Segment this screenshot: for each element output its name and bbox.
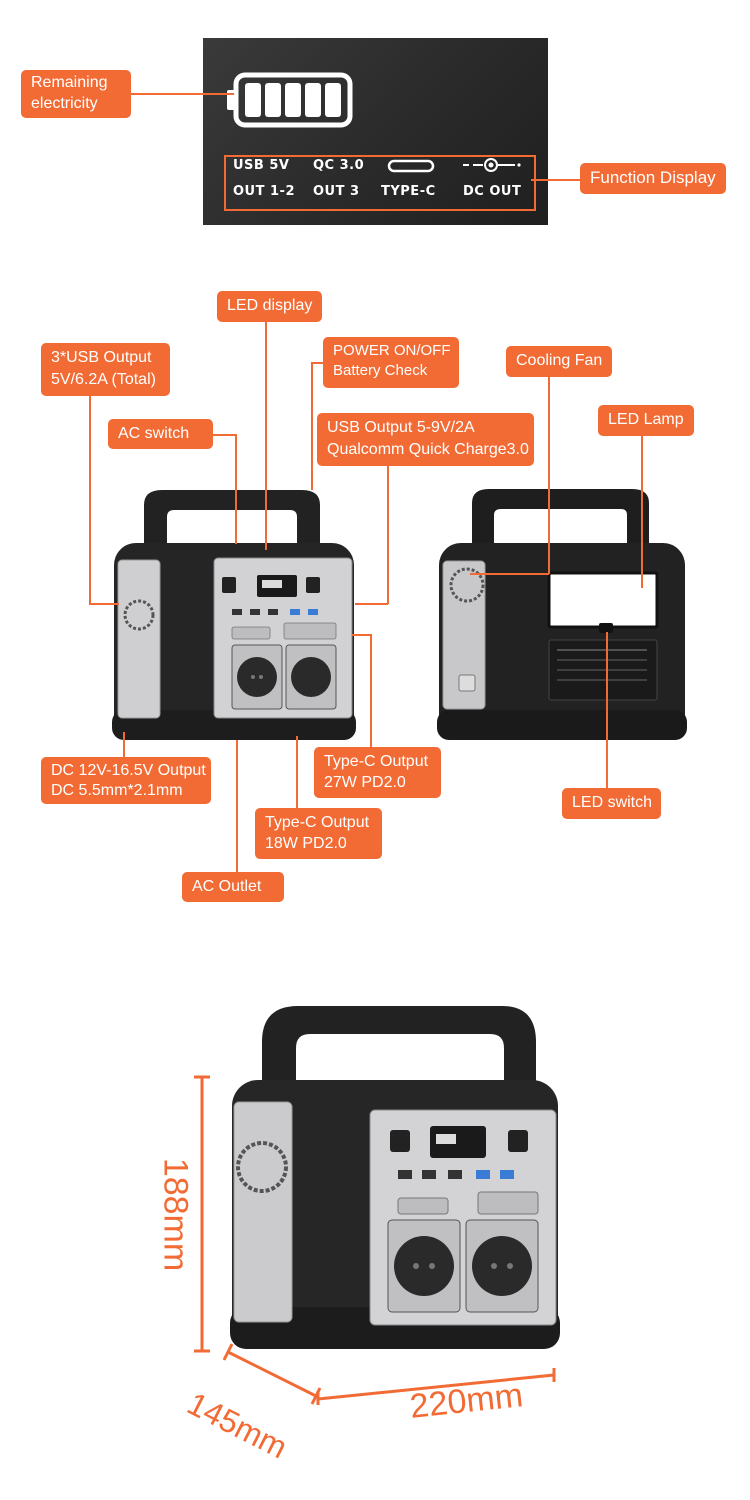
leader-fan-h — [470, 573, 549, 575]
label-led-switch: LED switch — [562, 788, 661, 819]
display-text-out12: OUT 1-2 — [233, 184, 295, 199]
display-text-qc30: QC 3.0 — [313, 158, 365, 173]
label-usbqc-line2: Qualcomm Quick Charge3.0 — [327, 441, 529, 458]
display-text-out3: OUT 3 — [313, 184, 360, 199]
label-usb3-line1: 3*USB Output — [51, 349, 152, 366]
label-typec27-line1: Type-C Output — [324, 753, 429, 770]
label-power-line1: POWER ON/OFF — [333, 342, 451, 359]
function-display-box — [224, 155, 536, 211]
label-led-display: LED display — [217, 291, 323, 322]
leader-usbqc-v — [387, 464, 389, 604]
power-station-dimension-view — [230, 1002, 565, 1352]
label-dc-line2: DC 5.5mm*2.1mm — [51, 782, 183, 799]
leader-usb3-v — [89, 396, 91, 604]
label-dc-line1: DC 12V-16.5V Output — [51, 762, 206, 779]
label-ac-switch: AC switch — [108, 419, 213, 449]
function-display-label: Function Display — [580, 163, 726, 194]
label-typec-18w: Type-C Output 18W PD2.0 — [255, 808, 382, 859]
label-usbqc-line1: USB Output 5-9V/2A — [327, 419, 475, 436]
width-dimension-line — [314, 1365, 559, 1405]
height-dimension-line — [192, 1075, 212, 1353]
label-dc-output: DC 12V-16.5V Output DC 5.5mm*2.1mm — [41, 757, 211, 804]
power-station-front — [112, 485, 357, 745]
label-ac-outlet: AC Outlet — [182, 872, 284, 902]
label-power: POWER ON/OFF Battery Check — [323, 337, 459, 388]
ac-socket-icon — [250, 672, 264, 682]
display-text-typec: TYPE-C — [381, 184, 436, 199]
label-typec18-line1: Type-C Output — [265, 814, 370, 831]
function-display-panel: USB 5V QC 3.0 OUT 1-2 OUT 3 TYPE-C DC OU… — [203, 38, 548, 225]
display-text-usb5v: USB 5V — [233, 158, 290, 173]
leader-typec18-v — [296, 736, 298, 810]
leader-power-h — [311, 362, 323, 364]
leader-usb3-h — [89, 603, 119, 605]
remaining-line-1: Remaining — [31, 74, 108, 91]
dc-plug-icon — [461, 156, 523, 174]
leader-usbqc-h — [355, 603, 388, 605]
leader-acout-v — [236, 740, 238, 875]
typec-port-icon — [387, 159, 435, 173]
height-dimension-text: 188mm — [156, 1157, 195, 1272]
label-typec27-line2: 27W PD2.0 — [324, 774, 406, 791]
label-usb3-output: 3*USB Output 5V/6.2A (Total) — [41, 343, 170, 396]
led-screen-icon — [262, 580, 282, 588]
label-led-lamp: LED Lamp — [598, 405, 694, 436]
depth-dimension-line — [222, 1343, 322, 1405]
leader-typec27-v — [370, 634, 372, 747]
label-typec-27w: Type-C Output 27W PD2.0 — [314, 747, 441, 798]
leader-led-display — [265, 320, 267, 550]
leader-ledswitch-v — [606, 632, 608, 788]
display-text-dcout: DC OUT — [463, 184, 522, 199]
function-display-leader — [531, 179, 581, 181]
remaining-leader — [130, 93, 234, 95]
battery-icon — [227, 72, 358, 128]
leader-lamp-v — [641, 436, 643, 588]
label-typec18-line2: 18W PD2.0 — [265, 835, 347, 852]
power-station-back — [437, 485, 687, 745]
label-usb3-line2: 5V/6.2A (Total) — [51, 371, 156, 388]
label-usb-qc: USB Output 5-9V/2A Qualcomm Quick Charge… — [317, 413, 534, 466]
leader-typec27-h — [352, 634, 371, 636]
leader-fan-v — [548, 377, 550, 574]
leader-power-v — [311, 362, 313, 490]
label-power-line2: Battery Check — [333, 362, 428, 379]
leader-ac-switch-h — [212, 434, 236, 436]
remaining-line-2: electricity — [31, 95, 98, 112]
leader-dc-v — [123, 732, 125, 760]
fan-grille-icon — [123, 580, 155, 650]
remaining-electricity-label: Remaining electricity — [21, 70, 131, 118]
leader-ac-switch-v — [235, 434, 237, 544]
label-cooling-fan: Cooling Fan — [506, 346, 613, 377]
